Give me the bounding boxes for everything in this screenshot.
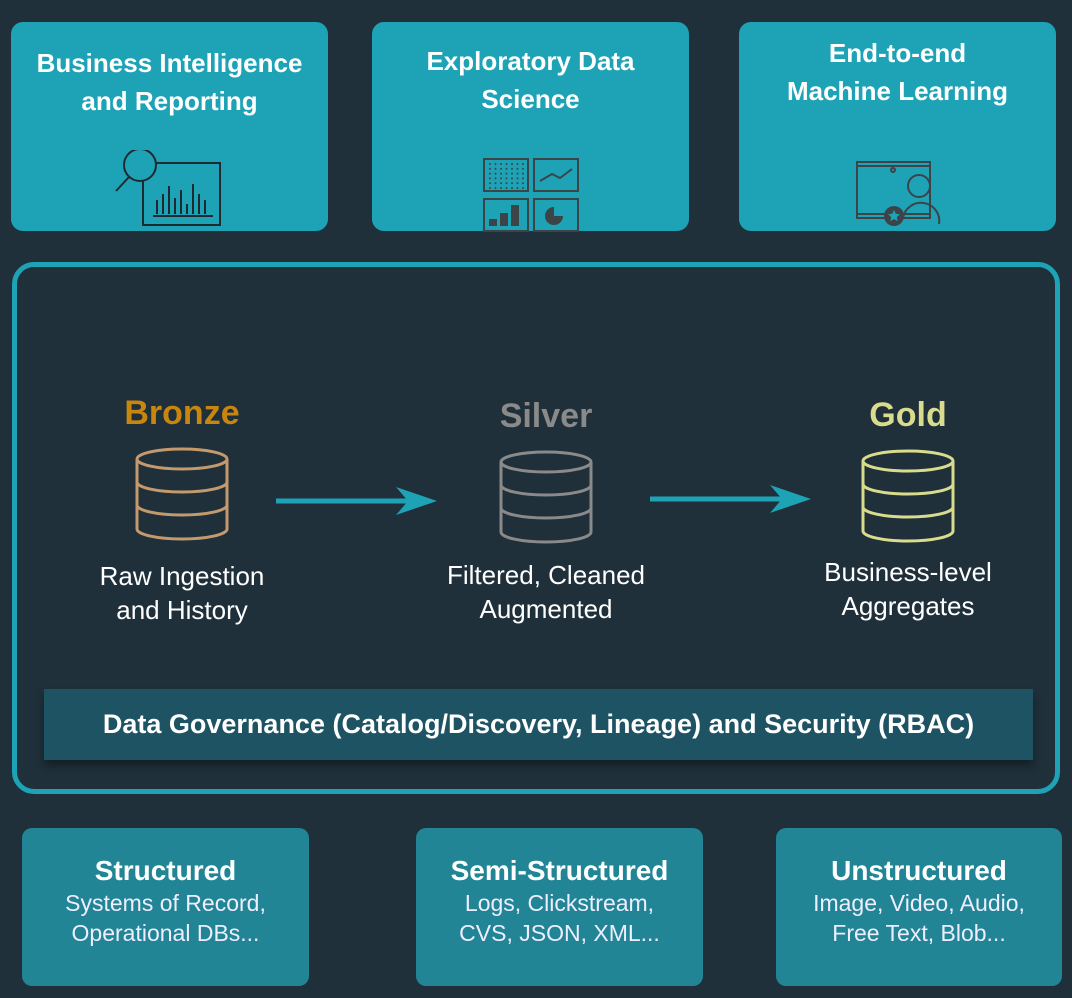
grid-dot (488, 187, 491, 189)
layer-name: Gold (869, 396, 947, 434)
workload-title: End-to-end Machine Learning (739, 34, 1056, 110)
grid-dot (521, 177, 524, 180)
source-description: Free Text, Blob... (832, 920, 1006, 946)
workload-title-line: Exploratory Data (426, 46, 635, 76)
source-description: Operational DBs... (71, 920, 260, 946)
grid-dot (516, 167, 518, 170)
grid-dot (494, 167, 496, 170)
dashboard-grid-icon (482, 158, 579, 232)
workload-title: Exploratory Data Science (372, 42, 689, 118)
grid-dot (516, 172, 518, 175)
grid-dot (510, 182, 513, 185)
grid-dot (494, 187, 496, 189)
grid-dot (488, 177, 491, 180)
grid-dot (505, 187, 507, 189)
layer-description: Aggregates (841, 591, 975, 621)
layer-name: Silver (499, 397, 593, 435)
workload-card-bi: Business Intelligence and Reporting (11, 22, 328, 231)
arrow-right-icon (276, 487, 437, 515)
grid-dot (505, 172, 507, 175)
workload-card-data-science: Exploratory Data Science (372, 22, 689, 232)
layer-description: Augmented (479, 594, 613, 624)
grid-dot (510, 167, 513, 170)
database-icon (499, 450, 593, 544)
grid-dot (516, 177, 518, 180)
grid-dot (499, 163, 502, 165)
grid-dot (488, 163, 491, 165)
grid-dot (521, 187, 524, 189)
layer-bronze: Bronze Raw Ingestion and History (52, 393, 312, 627)
grid-dot (521, 172, 524, 175)
source-description: Image, Video, Audio, (813, 890, 1025, 916)
source-title: Structured (94, 855, 237, 886)
database-icon (135, 447, 229, 541)
layer-description: Raw Ingestion (99, 561, 265, 591)
source-description: CVS, JSON, XML... (459, 920, 660, 946)
workload-title-line: and Reporting (81, 86, 258, 116)
workload-title-line: Business Intelligence (36, 48, 303, 78)
lakehouse-container (12, 262, 1060, 794)
grid-dot (505, 163, 507, 165)
grid-dot (494, 177, 496, 180)
grid-dot (499, 187, 502, 189)
source-card-structured: Structured Systems of Record, Operationa… (22, 828, 309, 986)
grid-dot (505, 167, 507, 170)
source-description: Systems of Record, (65, 890, 266, 916)
layer-description: Filtered, Cleaned (447, 560, 645, 590)
grid-dot (516, 163, 518, 165)
layer-description: and History (116, 595, 248, 625)
grid-dot (510, 177, 513, 180)
grid-dot (494, 172, 496, 175)
workload-title-line: End-to-end (828, 38, 967, 68)
governance-banner: Data Governance (Catalog/Discovery, Line… (44, 689, 1033, 760)
grid-dot (521, 167, 524, 170)
workload-title: Business Intelligence and Reporting (11, 44, 328, 120)
source-description: Logs, Clickstream, (464, 890, 655, 916)
grid-dot (494, 163, 496, 165)
grid-dot (499, 177, 502, 180)
grid-dot (499, 172, 502, 175)
grid-dot (494, 182, 496, 185)
source-card-semi-structured: Semi-Structured Logs, Clickstream, CVS, … (416, 828, 703, 986)
magnifier-chart-icon (114, 150, 221, 226)
database-icon (861, 449, 955, 543)
layer-description: Business-level (824, 557, 992, 587)
grid-dot (505, 182, 507, 185)
source-card-unstructured: Unstructured Image, Video, Audio, Free T… (776, 828, 1062, 986)
grid-dot (510, 163, 513, 165)
grid-dot (521, 182, 524, 185)
grid-dot (499, 182, 502, 185)
source-title: Unstructured (831, 855, 1007, 886)
grid-dot (516, 182, 518, 185)
layer-name: Bronze (124, 394, 240, 432)
grid-dot (499, 167, 502, 170)
grid-dot (488, 172, 491, 175)
grid-dot (510, 187, 513, 189)
grid-dot (488, 167, 491, 170)
presenter-board-icon (855, 161, 940, 226)
arrow-right-icon (650, 485, 811, 513)
grid-dot (488, 182, 491, 185)
layer-gold: Gold Business-level Aggregates (778, 395, 1038, 623)
source-title: Semi-Structured (450, 855, 669, 886)
grid-dot (505, 177, 507, 180)
workload-title-line: Machine Learning (786, 76, 1009, 106)
workload-card-ml: End-to-end Machine Learning (739, 22, 1056, 231)
layer-silver: Silver Filtered, Cleaned Augmented (416, 396, 676, 626)
grid-dot (516, 187, 518, 189)
grid-dot (510, 172, 513, 175)
workload-title-line: Science (481, 84, 580, 114)
grid-dot (521, 163, 524, 165)
